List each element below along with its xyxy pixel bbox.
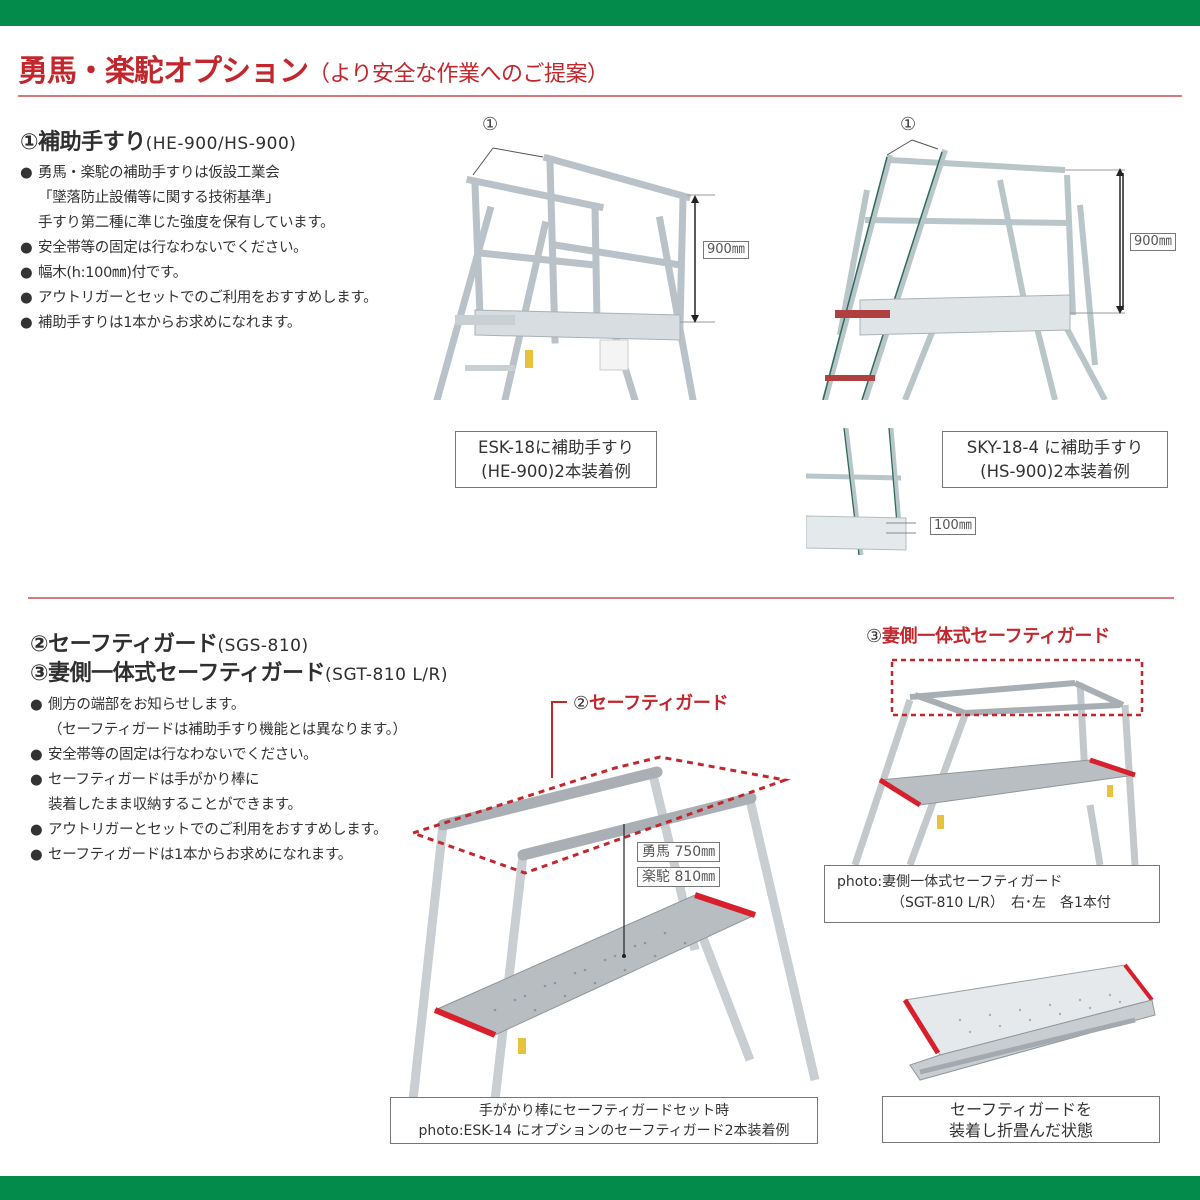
bullet-item: ●安全帯等の固定は行なわないでください。 (20, 240, 308, 256)
photo-end-safety-guard (835, 655, 1145, 865)
bullet-item: ●幅木(h:100㎜)付です。 (20, 265, 187, 281)
bullet-item: ●安全帯等の固定は行なわないでください。 (30, 747, 318, 763)
page-title: 勇馬・楽駝オプション（より安全な作業へのご提案） (18, 46, 609, 90)
photo-sky18-handrail (805, 135, 1125, 400)
photo-toeboard-detail (806, 428, 916, 555)
bullet-item-continuation: （セーフティガードは補助手すり機能とは異なります。） (48, 722, 407, 738)
section1-code: (HE-900/HS-900) (145, 134, 297, 154)
section3-heading: ③妻側一体式セーフティガード(SGT-810 L/R) (30, 661, 448, 686)
callout-number: ① (900, 114, 917, 135)
bullet-item-continuation: 「墜落防止設備等に関する技術基準」 (38, 190, 280, 206)
callout-number: ① (482, 114, 499, 135)
bullet-item: ●勇馬・楽駝の補助手すりは仮設工業会 (20, 165, 280, 181)
dimension-label-yuuma: 勇馬 750㎜ (637, 842, 721, 862)
page-title-main: 勇馬・楽駝オプション (18, 54, 309, 89)
section1-number: ① (20, 130, 39, 155)
bottom-brand-bar (0, 1176, 1200, 1200)
safety-guard-label: ②セーフティガード (573, 693, 729, 714)
title-divider (18, 95, 1182, 97)
caption-end-guard: photo:妻側一体式セーフティガード （SGT-810 L/R） 右･左 各1… (824, 865, 1160, 923)
bullet-item: ●セーフティガードは1本からお求めになれます。 (30, 847, 352, 863)
section-divider (28, 597, 1174, 599)
bullet-item-continuation: 手すり第二種に準じた強度を保有しています。 (38, 215, 335, 231)
caption-sky18: SKY-18-4 に補助手すり (HS-900)2本装着例 (942, 431, 1168, 488)
end-guard-label: ③妻側一体式セーフティガード (866, 626, 1110, 647)
photo-esk18-handrail (425, 135, 725, 400)
section2-bullet-list: ●側方の端部をお知らせします。 （セーフティガードは補助手すり機能とは異なります… (30, 693, 407, 868)
section2-heading: ②セーフティガード(SGS-810) (30, 632, 309, 657)
bullet-item: ●補助手すりは1本からお求めになれます。 (20, 315, 302, 331)
bullet-item: ●側方の端部をお知らせします。 (30, 697, 246, 713)
top-brand-bar (0, 0, 1200, 26)
dimension-label-900: 900㎜ (1130, 233, 1176, 251)
dimension-label-100: 100㎜ (930, 517, 976, 535)
bullet-item: ●アウトリガーとセットでのご利用をおすすめします。 (20, 290, 378, 306)
section1-bullet-list: ●勇馬・楽駝の補助手すりは仮設工業会 「墜落防止設備等に関する技術基準」 手すり… (20, 161, 378, 336)
bullet-item: ●セーフティガードは手がかり棒に (30, 772, 260, 788)
bullet-item: ●アウトリガーとセットでのご利用をおすすめします。 (30, 822, 388, 838)
caption-esk14: 手がかり棒にセーフティガードセット時 photo:ESK-14 にオプションのセ… (390, 1097, 818, 1144)
caption-esk18: ESK-18に補助手すり (HE-900)2本装着例 (455, 431, 657, 488)
dimension-label-rakuda: 楽駝 810㎜ (637, 867, 721, 887)
caption-folded: セーフティガードを 装着し折畳んだ状態 (882, 1096, 1160, 1143)
bullet-item-continuation: 装着したまま収納することができます。 (48, 797, 302, 813)
photo-esk14-safety-guard (395, 690, 825, 1100)
photo-folded-state (880, 960, 1160, 1085)
dimension-label-900: 900㎜ (703, 241, 749, 259)
section1-heading: ①補助手すり(HE-900/HS-900) (20, 124, 296, 156)
dimension-arrow-900 (1110, 160, 1130, 320)
section1-name: 補助手すり (38, 130, 146, 155)
page-title-sub: （より安全な作業へのご提案） (308, 62, 609, 87)
